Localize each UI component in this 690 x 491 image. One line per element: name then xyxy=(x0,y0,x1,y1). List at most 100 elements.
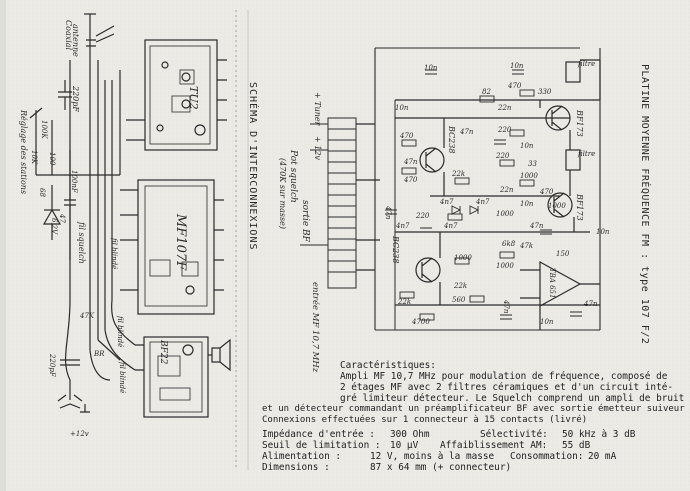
spec-value: 10 µV xyxy=(390,440,419,451)
comp-label: 1000 xyxy=(520,172,538,180)
comp-label: 330 xyxy=(538,88,552,96)
comp-label: 47k xyxy=(520,242,534,250)
platine-title: PLATINE MOYENNE FRÉQUENCE FM : type 107 … xyxy=(639,64,650,345)
r-100-label: 100 xyxy=(48,152,56,166)
cap-220pf-top-label: 220pF xyxy=(71,86,80,112)
specs-line: gré limiteur détecteur. Le Squelch compr… xyxy=(340,393,685,404)
comp-label: 470 xyxy=(404,176,418,184)
spec-value: 50 kHz à 3 dB xyxy=(562,429,636,440)
antenne-label: antenne xyxy=(71,24,80,57)
comp-label: 470 xyxy=(540,188,554,196)
comp-label: 22n xyxy=(498,104,512,112)
transistor-bf173-b: BF173 xyxy=(575,194,584,221)
comp-label: 47n xyxy=(530,222,544,230)
comp-label: 560 xyxy=(452,296,466,304)
comp-label: 10n xyxy=(596,228,610,236)
specs-line: et un détecteur commandant un préamplifi… xyxy=(262,404,685,414)
cap-100nf-label: 100nF xyxy=(70,170,78,193)
spec-value: 12 V, moins à la masse xyxy=(370,451,495,462)
comp-label: 22k xyxy=(398,298,412,306)
cap-220pf-bottom-label: 220pF xyxy=(48,354,56,377)
spec-label: Impédance d'entrée : xyxy=(262,429,375,440)
comp-label: 10n xyxy=(424,64,438,72)
ic-tba651-label: TBA 651 xyxy=(548,268,556,299)
br-label: BR xyxy=(94,350,105,358)
filtre-label-mid: filtre xyxy=(578,150,596,158)
zener-6v2-label: 6,2V xyxy=(50,218,58,235)
comp-label: 10n xyxy=(540,318,554,326)
comp-label: 82 xyxy=(482,88,491,96)
comp-label: 22n xyxy=(500,186,514,194)
comp-label: 10n xyxy=(395,104,409,112)
spec-value: 87 x 64 mm (+ connecteur) xyxy=(370,462,512,473)
comp-label: 47n xyxy=(502,300,510,314)
comp-label: 1000 xyxy=(548,202,566,210)
spec-value: 55 dB xyxy=(562,440,591,451)
plus-12v-label-left: +12v xyxy=(70,430,89,438)
comp-label: 4n7 xyxy=(476,198,490,206)
comp-label: 470 xyxy=(508,82,522,90)
comp-label: 33 xyxy=(528,160,537,168)
comp-label: 47n xyxy=(404,158,418,166)
pot-squelch-label: Pot squelch xyxy=(288,150,298,203)
comp-label: 47n xyxy=(584,300,598,308)
r-10k-label: 10K xyxy=(30,150,38,165)
spec-label: Consommation: xyxy=(510,451,584,462)
comp-label: 4n7 xyxy=(396,222,410,230)
comp-label: 150 xyxy=(556,250,570,258)
r-100k-label: 100K xyxy=(40,120,48,139)
fil-blinde-label-2: fil blindé xyxy=(116,316,124,348)
pot-value-label: (470K sur masse) xyxy=(278,158,287,229)
comp-label: 10n xyxy=(520,142,534,150)
plus-12v-label-middle: + 12v xyxy=(313,136,322,160)
comp-label: 47n xyxy=(460,128,474,136)
module-bf22-label: BF22 xyxy=(158,340,168,365)
specs-line: 2 étages MF avec 2 filtres céramiques et… xyxy=(340,382,674,393)
comp-label: 1000 xyxy=(496,210,514,218)
entree-mf-label: entrée MF 10,7 MHz xyxy=(310,282,320,373)
schema-title: SCHÉMA D'INTERCONNEXIONS xyxy=(247,82,258,251)
comp-label: 4700 xyxy=(412,318,430,326)
comp-label: 4n7 xyxy=(444,222,458,230)
tuner-label: + Tuner xyxy=(313,92,322,126)
r-68-label: 68 xyxy=(38,188,46,197)
comp-label: 220 xyxy=(416,212,430,220)
comp-label: 220 xyxy=(496,152,510,160)
spec-label: Dimensions : xyxy=(262,462,330,473)
sortie-bf-label: sortie BF xyxy=(300,200,310,242)
spec-label: Alimentation : xyxy=(262,451,342,462)
comp-label: 4n7 xyxy=(440,198,454,206)
specs-line: Connexions effectuées sur 1 connecteur à… xyxy=(262,415,588,425)
transistor-bc238-b: BC238 xyxy=(391,236,400,264)
module-mf107f-label: MF107F xyxy=(173,214,188,271)
module-tu2-label: TU2 xyxy=(187,86,200,110)
spec-label: Affaiblissement AM: xyxy=(440,440,548,451)
specs-line: Ampli MF 10,7 MHz pour modulation de fré… xyxy=(340,371,668,382)
r-47-label: 47 xyxy=(58,214,66,223)
fil-blinde-label-1: fil blindé xyxy=(110,238,118,270)
comp-label: 6k8 xyxy=(502,240,516,248)
transistor-bf173-a: BF173 xyxy=(575,110,584,137)
spec-value: 20 mA xyxy=(588,451,617,462)
spec-label: Sélectivité: xyxy=(480,429,548,440)
comp-label: 1000 xyxy=(496,262,514,270)
comp-label: 10n xyxy=(520,200,534,208)
comp-label: 220 xyxy=(498,126,512,134)
comp-label: 470 xyxy=(400,132,414,140)
filtre-label-top: filtre xyxy=(578,60,596,68)
fil-squelch-label: fil squelch xyxy=(77,222,86,264)
reglage-label: Réglage des stations xyxy=(19,110,28,195)
r-47k-label: 47K xyxy=(80,312,95,320)
spec-value: 300 Ohm xyxy=(390,429,430,440)
spec-label: Seuil de limitation : xyxy=(262,440,381,451)
fil-blinde-label-3: fil blindé xyxy=(118,362,126,394)
comp-label: 1000 xyxy=(454,254,472,262)
comp-label: 22k xyxy=(452,170,466,178)
comp-label: 47n xyxy=(384,206,392,220)
comp-label: 22k xyxy=(454,282,468,290)
comp-label: 10n xyxy=(510,62,524,70)
transistor-bc238-a: BC238 xyxy=(447,126,456,154)
specs-heading: Caractéristiques: xyxy=(340,360,436,371)
